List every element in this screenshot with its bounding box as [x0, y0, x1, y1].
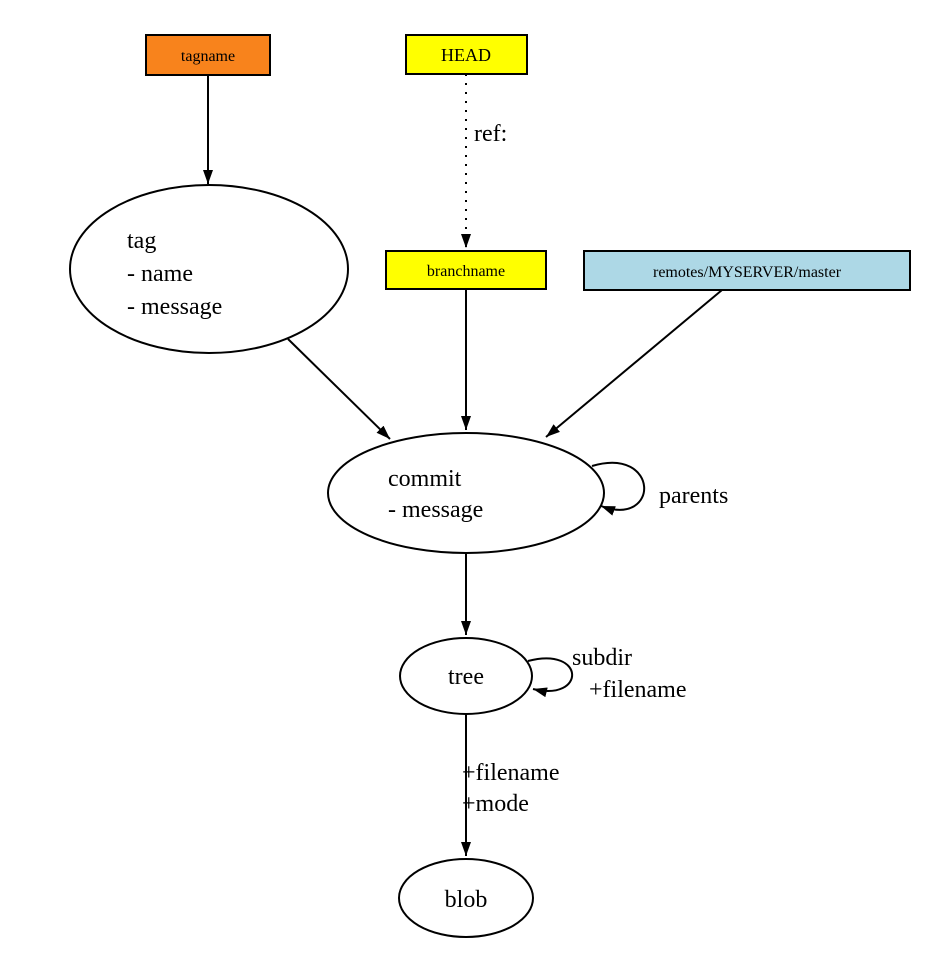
blob-ellipse	[398, 858, 534, 938]
edges: ref: parents subdir +filename +filename …	[203, 74, 728, 856]
blob-label: blob	[445, 887, 488, 913]
edge-label-mode: +mode	[462, 791, 529, 817]
tag-label-line1: tag	[127, 228, 156, 254]
edge-commit-parents-loop	[591, 461, 646, 516]
tree-label: tree	[448, 664, 484, 690]
node-tag: tag - name - message	[69, 184, 349, 354]
tag-ellipse	[69, 184, 349, 354]
node-head: HEAD	[405, 34, 528, 75]
node-tagname: tagname	[145, 34, 271, 76]
edge-label-ref: ref:	[474, 121, 507, 147]
tag-label-line3: - message	[127, 294, 222, 320]
edge-tag-to-commit	[287, 338, 391, 440]
tag-label-line2: - name	[127, 261, 193, 287]
edge-label-subdir-filename: +filename	[589, 677, 687, 703]
node-tree: tree	[399, 637, 533, 715]
node-remote: remotes/MYSERVER/master	[583, 250, 911, 291]
edge-label-filename: +filename	[462, 760, 560, 786]
edge-label-subdir: subdir	[572, 645, 632, 671]
node-branchname: branchname	[385, 250, 547, 290]
head-label: HEAD	[441, 45, 491, 65]
tagname-box	[145, 34, 271, 76]
remote-box	[583, 250, 911, 291]
tagname-label: tagname	[181, 48, 235, 65]
commit-ellipse	[327, 432, 605, 554]
tree-ellipse	[399, 637, 533, 715]
edge-remote-to-commit	[545, 289, 723, 438]
node-blob: blob	[398, 858, 534, 938]
branchname-label: branchname	[427, 263, 505, 280]
edge-tree-subdir-loop	[527, 657, 574, 698]
commit-label-line1: commit	[388, 466, 462, 492]
head-box	[405, 34, 528, 75]
commit-label-line2: - message	[388, 497, 483, 523]
branchname-box	[385, 250, 547, 290]
node-commit: commit - message	[327, 432, 605, 554]
remote-label: remotes/MYSERVER/master	[653, 264, 842, 281]
edge-label-parents: parents	[659, 483, 728, 509]
nodes: tagname HEAD tag - name - message branch…	[69, 34, 911, 938]
